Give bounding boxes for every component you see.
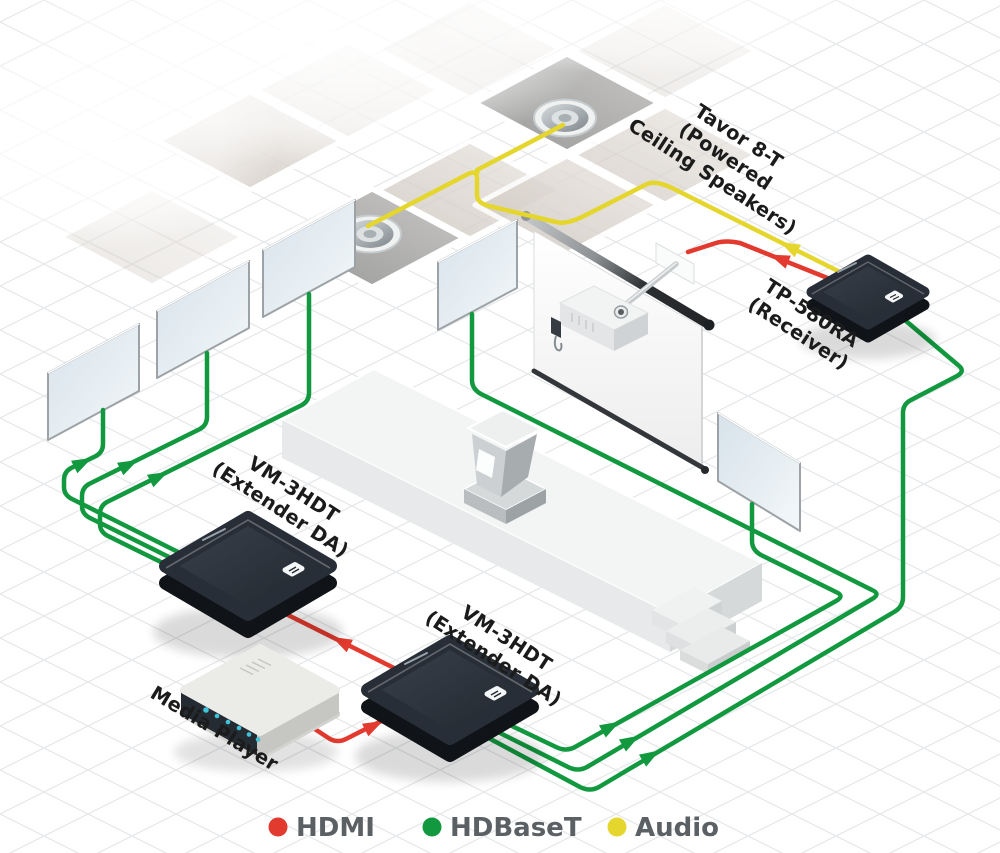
projector-cable-loop — [553, 335, 563, 352]
screen-top-bar — [521, 211, 714, 330]
lectern-paper — [476, 449, 495, 478]
ceiling-fade — [400, 0, 880, 75]
tp-580ra-receiver — [806, 254, 930, 343]
kramer-logo-icon — [282, 562, 305, 577]
screen-bottom-cap — [701, 466, 709, 474]
legend-item-hdmi: HDMI — [268, 813, 375, 843]
vm-3hdt-extender-2 — [361, 635, 539, 762]
ceiling — [0, 0, 880, 290]
media-player — [180, 644, 340, 760]
ceiling-fade — [0, 30, 280, 250]
box-edge-highlight — [367, 643, 533, 693]
screen-bar-cap — [703, 319, 715, 331]
hdbaset-cable-to-display-1 — [61, 407, 187, 558]
hdbaset-cable-to-receiver — [465, 307, 964, 792]
audio-cable-speaker-branch — [474, 122, 566, 173]
device-print — [837, 262, 857, 273]
kramer-logo-icon — [484, 686, 507, 701]
projector-connector — [551, 317, 561, 338]
kramer-logo-icon — [885, 290, 903, 303]
stage — [279, 367, 765, 674]
legend-dot-hdmi — [268, 817, 288, 837]
lectern — [462, 408, 548, 524]
media-player-vent — [239, 658, 272, 676]
box-edge-highlight — [811, 261, 925, 295]
hdmi-cable-receiver-to-projector — [685, 239, 848, 288]
legend-item-audio: Audio — [607, 813, 719, 843]
ceiling-tile — [570, 103, 760, 207]
hdmi-cable-mediaplayer-to-extender2 — [295, 707, 406, 744]
projection-screen — [521, 211, 715, 474]
projector-assembly — [551, 242, 695, 352]
legend-dot-audio — [607, 817, 627, 837]
display-highlights — [47, 199, 801, 464]
projector-vents — [571, 313, 594, 332]
audio-flow-arrows — [474, 169, 801, 258]
hdbaset-cables — [61, 291, 964, 792]
legend: HDMI HDBaseT Audio — [268, 813, 719, 843]
device-print — [202, 528, 226, 541]
legend-item-hdbaset: HDBaseT — [422, 813, 582, 843]
legend-label-audio: Audio — [635, 813, 719, 843]
media-player-top — [180, 644, 340, 736]
projector — [551, 285, 650, 352]
stage-front — [282, 420, 670, 652]
projector-lens-center — [618, 309, 624, 315]
box-edge-highlight — [165, 519, 331, 569]
audio-junction — [474, 169, 480, 175]
screen-bottom-bar — [531, 368, 708, 472]
hdbaset-cable-to-display-2 — [79, 350, 210, 563]
hdbaset-cable-to-display-3 — [97, 291, 312, 568]
vm-3hdt-extender-1 — [159, 511, 337, 638]
legend-label-hdbaset: HDBaseT — [450, 813, 582, 843]
media-player-leds — [203, 707, 261, 742]
hdbaset-cable-to-display-4 — [469, 311, 879, 772]
device-print — [404, 652, 428, 665]
legend-dot-hdbaset — [422, 817, 442, 837]
hdbaset-cable-to-display-5 — [486, 501, 843, 752]
displays — [47, 199, 801, 532]
legend-label-hdmi: HDMI — [296, 813, 375, 843]
